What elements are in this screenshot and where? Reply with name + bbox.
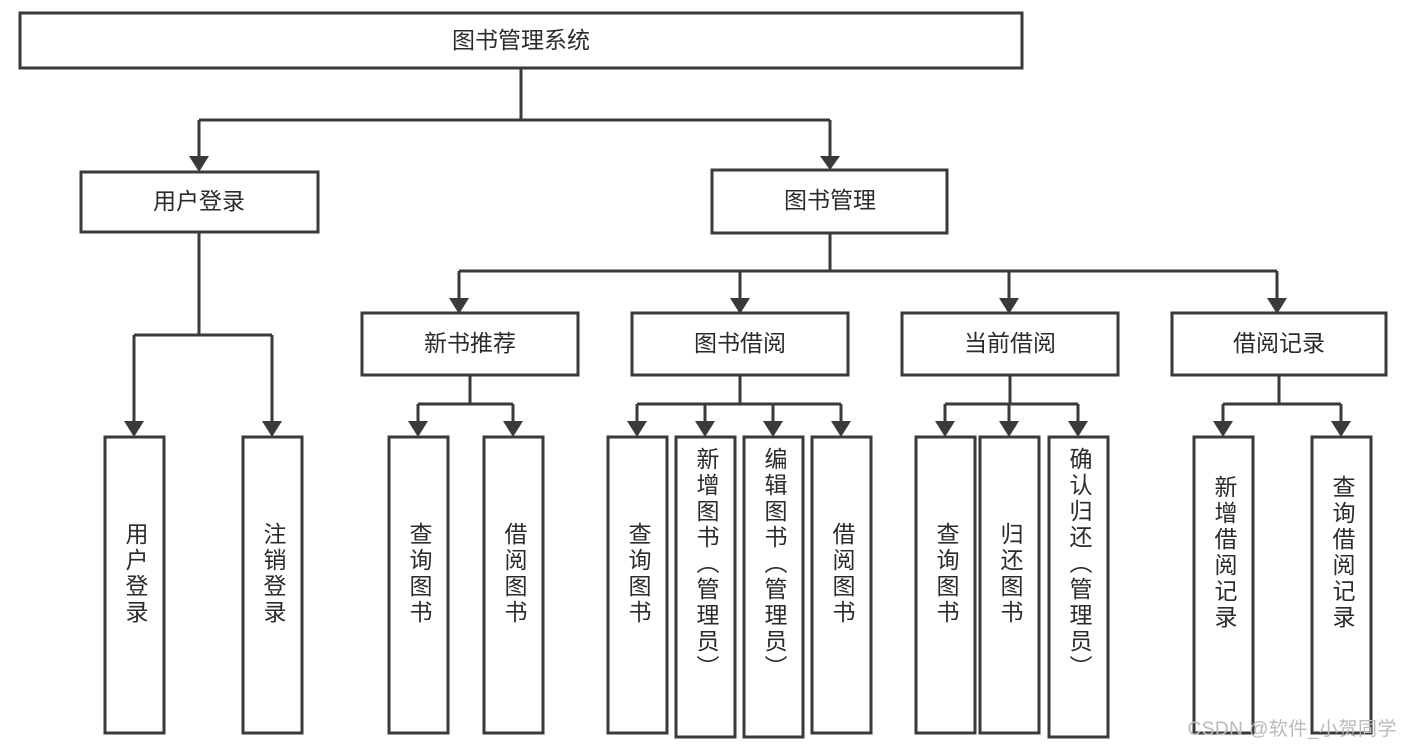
arrow-newbook-leaf-1 bbox=[408, 421, 428, 437]
leaf-box-record-query-record[interactable] bbox=[1310, 435, 1373, 735]
arrow-to-book-borrow bbox=[730, 298, 750, 314]
node-box-new-book-recommend[interactable] bbox=[360, 311, 580, 377]
arrow-to-borrow-record bbox=[1267, 298, 1287, 314]
watermark-text: CSDN @软件_小贺同学 bbox=[1187, 719, 1397, 740]
node-label-new-book-recommend: 新书推荐 bbox=[424, 330, 516, 356]
arrow-borrowrecord-leaf-1 bbox=[1213, 421, 1233, 437]
leaf-box-current-query-book[interactable] bbox=[914, 435, 977, 735]
arrow-to-user-login-leaf bbox=[124, 421, 144, 437]
arrow-bookborrow-leaf-2 bbox=[695, 421, 715, 437]
node-label-current-borrow: 当前借阅 bbox=[964, 330, 1056, 356]
leaf-box-borrow-borrow-book[interactable] bbox=[810, 435, 873, 735]
leaf-box-borrow-query-book[interactable] bbox=[606, 435, 669, 735]
arrow-borrowrecord-leaf-2 bbox=[1331, 421, 1351, 437]
arrow-to-new-book-recommend bbox=[449, 298, 469, 314]
node-box-book-manage[interactable] bbox=[710, 168, 949, 235]
node-label-root: 图书管理系统 bbox=[452, 27, 590, 53]
leaf-box-borrow-edit-book-admin[interactable] bbox=[742, 435, 805, 739]
arrow-to-user-login bbox=[189, 156, 209, 172]
node-label-user-login: 用户登录 bbox=[153, 188, 245, 214]
leaf-box-user-login-login[interactable] bbox=[103, 435, 166, 735]
node-label-book-borrow: 图书借阅 bbox=[694, 330, 786, 356]
arrow-to-logout-leaf bbox=[262, 421, 282, 437]
arrow-currentborrow-leaf-1 bbox=[935, 421, 955, 437]
node-label-book-manage: 图书管理 bbox=[784, 187, 876, 213]
leaf-box-borrow-add-book-admin[interactable] bbox=[674, 435, 737, 739]
leaf-box-recommend-borrow-book[interactable] bbox=[482, 435, 545, 735]
edges-layer bbox=[124, 68, 1351, 437]
arrow-currentborrow-leaf-3 bbox=[1068, 421, 1088, 437]
arrow-to-book-manage bbox=[820, 156, 840, 170]
arrow-currentborrow-leaf-2 bbox=[999, 421, 1019, 437]
node-box-user-login[interactable] bbox=[79, 170, 320, 234]
node-box-root[interactable] bbox=[18, 11, 1024, 70]
leaf-box-recommend-query-book[interactable] bbox=[387, 435, 450, 735]
arrow-bookborrow-leaf-1 bbox=[627, 421, 647, 437]
node-box-current-borrow[interactable] bbox=[900, 311, 1120, 377]
leaf-box-current-return-book[interactable] bbox=[978, 435, 1041, 735]
arrow-newbook-leaf-2 bbox=[503, 421, 523, 437]
node-box-borrow-record[interactable] bbox=[1170, 311, 1388, 377]
leaf-box-current-confirm-return-admin[interactable] bbox=[1047, 435, 1110, 739]
arrow-bookborrow-leaf-4 bbox=[831, 421, 851, 437]
node-box-book-borrow[interactable] bbox=[630, 311, 850, 377]
leaf-box-user-login-logout[interactable] bbox=[241, 435, 304, 735]
node-label-borrow-record: 借阅记录 bbox=[1233, 330, 1325, 356]
nodes-layer: 图书管理系统 用户登录 图书管理 新书推荐 图书借阅 当前借阅 借阅记录 bbox=[18, 11, 1388, 739]
arrow-to-current-borrow bbox=[999, 298, 1019, 314]
arrow-bookborrow-leaf-3 bbox=[763, 421, 783, 437]
leaf-box-record-add-record[interactable] bbox=[1192, 435, 1255, 735]
